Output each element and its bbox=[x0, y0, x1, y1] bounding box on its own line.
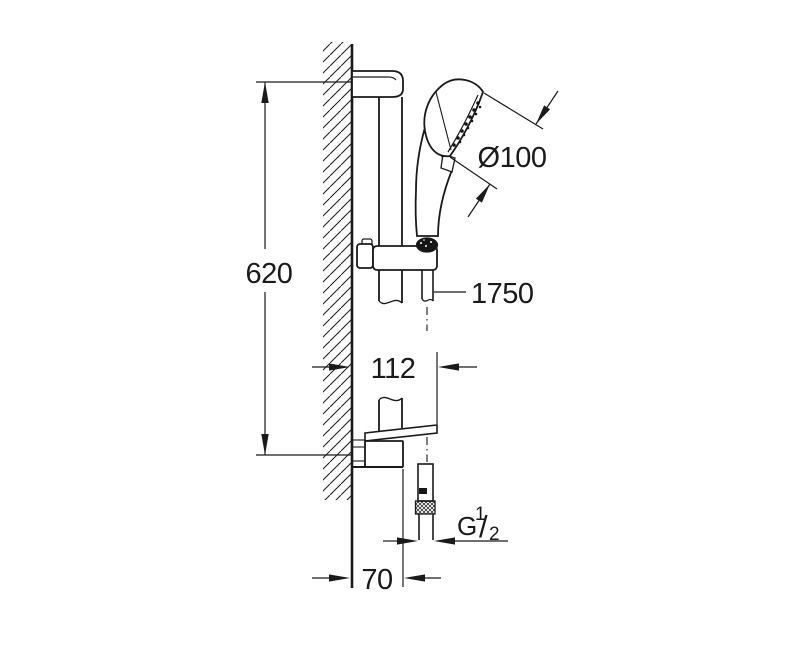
dim-100-arrow-lower bbox=[475, 184, 490, 203]
dim-620-arrow-up bbox=[261, 82, 269, 103]
dim-620-arrow-down bbox=[261, 434, 269, 455]
rail-break-lower bbox=[378, 396, 403, 402]
shower-rail-lower bbox=[378, 396, 403, 433]
soap-dish-plate bbox=[364, 424, 438, 442]
top-rail-bracket bbox=[351, 70, 404, 98]
bracket-wall-mount-top bbox=[351, 439, 366, 448]
rail-break-upper bbox=[378, 299, 403, 305]
dim-70-arrow-right bbox=[404, 574, 425, 582]
top-rail-bracket-detail bbox=[352, 76, 397, 81]
dim-620-label: 620 bbox=[246, 258, 293, 290]
hand-shower bbox=[414, 78, 484, 253]
hose-connector-assembly bbox=[414, 437, 436, 540]
dim-100-ext-upper bbox=[483, 92, 544, 130]
holder-body bbox=[372, 245, 438, 271]
bracket-body bbox=[364, 440, 404, 468]
dim-1750-label: 1750 bbox=[471, 278, 534, 310]
dim-70 bbox=[312, 469, 441, 587]
thread-label-denominator: 2 bbox=[489, 524, 499, 545]
thread-label-slash: / bbox=[479, 509, 488, 544]
hose-upper bbox=[421, 270, 434, 331]
shower-handle bbox=[414, 128, 454, 237]
thread-label-letter: G bbox=[457, 511, 477, 541]
hose-connector bbox=[417, 463, 434, 502]
dim-100-label: Ø100 bbox=[478, 142, 547, 174]
dim-thread-arrow-left bbox=[397, 537, 418, 545]
dim-70-label: 70 bbox=[361, 564, 392, 596]
hose-break-cut bbox=[421, 298, 434, 302]
connector-crimp-band bbox=[419, 488, 427, 494]
dim-112-label: 112 bbox=[371, 353, 416, 385]
thread-label-numerator: 1 bbox=[475, 504, 485, 525]
dimension-arrowheads bbox=[261, 82, 551, 582]
shower-rail-upper bbox=[378, 97, 403, 305]
dim-70-arrow-left bbox=[329, 574, 350, 582]
head-crease bbox=[435, 91, 452, 151]
slider-holder bbox=[356, 238, 438, 271]
spray-nozzle-dots bbox=[452, 101, 482, 147]
lower-wall-bracket bbox=[351, 424, 438, 468]
dim-100-ext-lower bbox=[449, 156, 498, 190]
connector-knurled-nut bbox=[414, 500, 436, 515]
dim-112 bbox=[312, 352, 477, 424]
nut-highlight-dots bbox=[420, 239, 432, 247]
dim-112-arrow-left bbox=[329, 363, 350, 371]
wall-hatching bbox=[323, 42, 352, 500]
hose-nut-dome bbox=[415, 237, 439, 253]
dim-620 bbox=[256, 81, 351, 456]
dim-thread-arrow-right bbox=[434, 537, 455, 545]
dim-112-arrow-right bbox=[438, 363, 459, 371]
spray-face-inner-line bbox=[447, 94, 479, 153]
holder-knob bbox=[356, 243, 374, 269]
dim-100-arrow-upper bbox=[536, 105, 551, 124]
